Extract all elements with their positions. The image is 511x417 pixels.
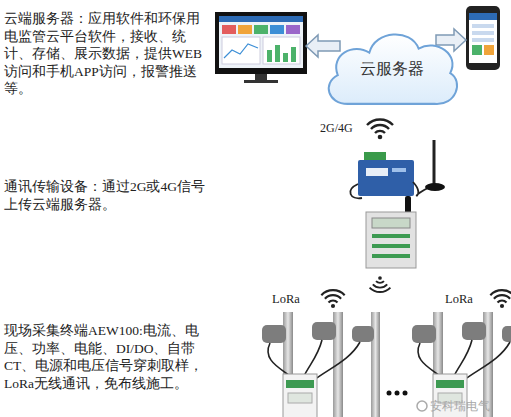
description-text: 云端服务器：应用软件和环保用电监管云平台软件，接收、统计、存储、展示数据，提供W… xyxy=(4,10,206,98)
description-text: 通讯传输设备：通过2G或4G信号上传云端服务器。 xyxy=(4,178,206,213)
signal-label: LoRa xyxy=(445,292,490,306)
watermark: 安科瑞电气 xyxy=(430,399,510,413)
signal-label: 2G/4G xyxy=(320,121,370,135)
description-text: 现场采集终端AEW100:电流、电压、功率、电能、DI/DO、自带CT、电源和电… xyxy=(4,322,206,392)
node-text: 云服务器 xyxy=(320,59,464,80)
signal-label: LoRa xyxy=(272,292,317,306)
cloud-node: 云服务器 xyxy=(320,24,464,110)
